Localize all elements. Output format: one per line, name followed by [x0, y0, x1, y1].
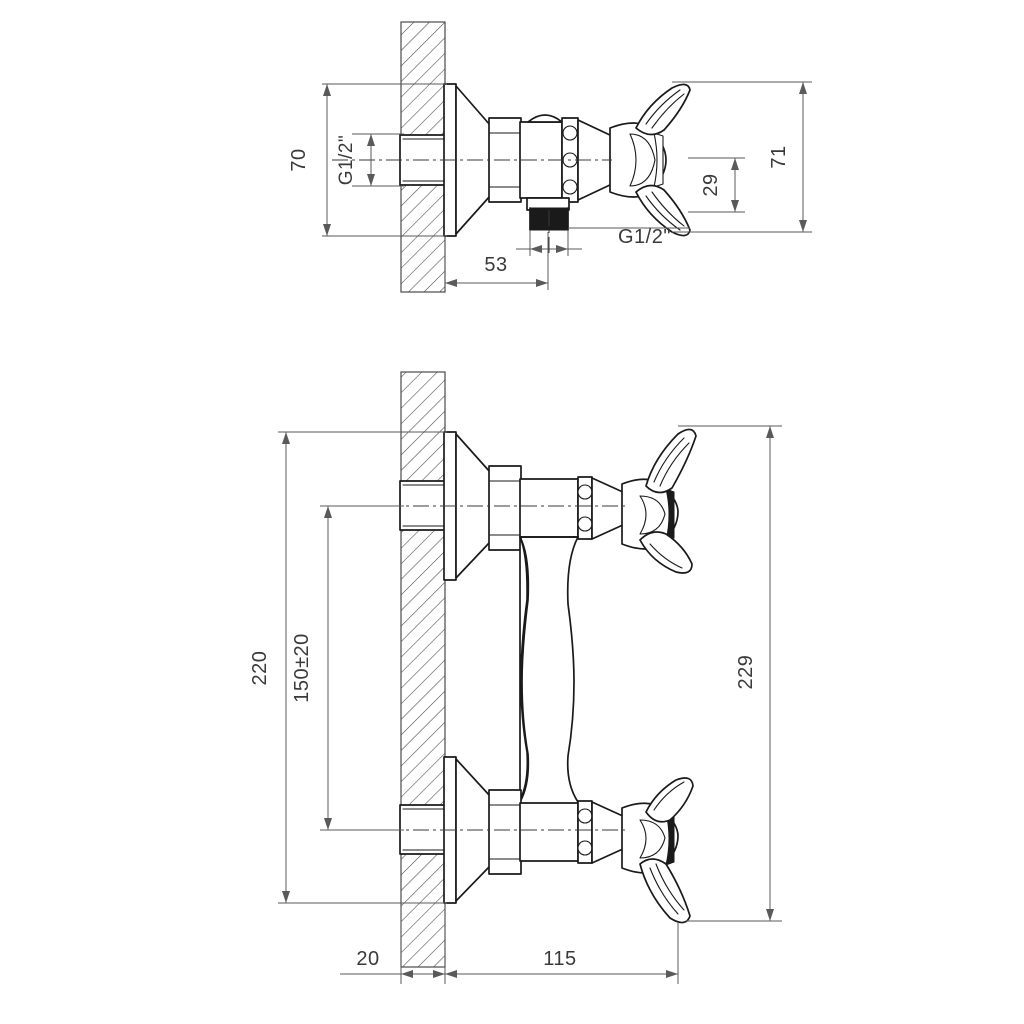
dimension-front-150pm20: 150±20 [291, 505, 404, 831]
dim-label-outlet-thread: G1/2" [618, 226, 671, 248]
dim-label-150pm20: 150±20 [291, 633, 313, 703]
bonnet-taper-lower [591, 801, 626, 864]
connecting-body [519, 536, 579, 803]
valve-assembly-upper [332, 428, 697, 581]
dim-label-229: 229 [735, 655, 757, 690]
outlet-thread-top [526, 197, 570, 231]
dim-label-70: 70 [288, 148, 310, 171]
bonnet-taper-upper [591, 477, 626, 540]
dimension-front-220: 220 [249, 431, 447, 904]
dim-label-29: 29 [700, 173, 722, 196]
wall-hatch-front [400, 371, 446, 968]
hex-nut-lower [488, 789, 522, 875]
dimension-top-53: 53 [444, 232, 549, 290]
dim-label-inlet-thread: G1/2" [336, 135, 357, 185]
top-view-group: 70 G1/2" 53 [288, 21, 812, 293]
dim-label-115: 115 [543, 948, 576, 970]
dimension-top-70: 70 [288, 83, 447, 237]
handle-wings-upper [639, 428, 697, 574]
handle-wings-lower [639, 777, 694, 924]
dimension-front-115: 115 [444, 905, 679, 984]
dimension-top-outlet-thread: G1/2" [516, 210, 690, 256]
front-view-group: 220 150±20 229 [249, 371, 782, 984]
dim-label-71: 71 [768, 145, 790, 168]
dimension-front-229: 229 [678, 425, 782, 922]
handle-wings-top [635, 83, 691, 237]
hex-nut-upper [488, 465, 522, 551]
dimension-top-71: 71 [672, 81, 812, 233]
dim-label-53: 53 [484, 254, 507, 276]
valve-body-top [519, 114, 579, 203]
dimension-top-inlet-thread: G1/2" [336, 133, 404, 187]
dim-label-20: 20 [356, 948, 379, 970]
dim-label-220: 220 [249, 651, 271, 686]
handle-hub-upper [621, 478, 679, 550]
valve-assembly-lower [332, 756, 694, 924]
dimension-top-29: 29 [688, 157, 745, 213]
